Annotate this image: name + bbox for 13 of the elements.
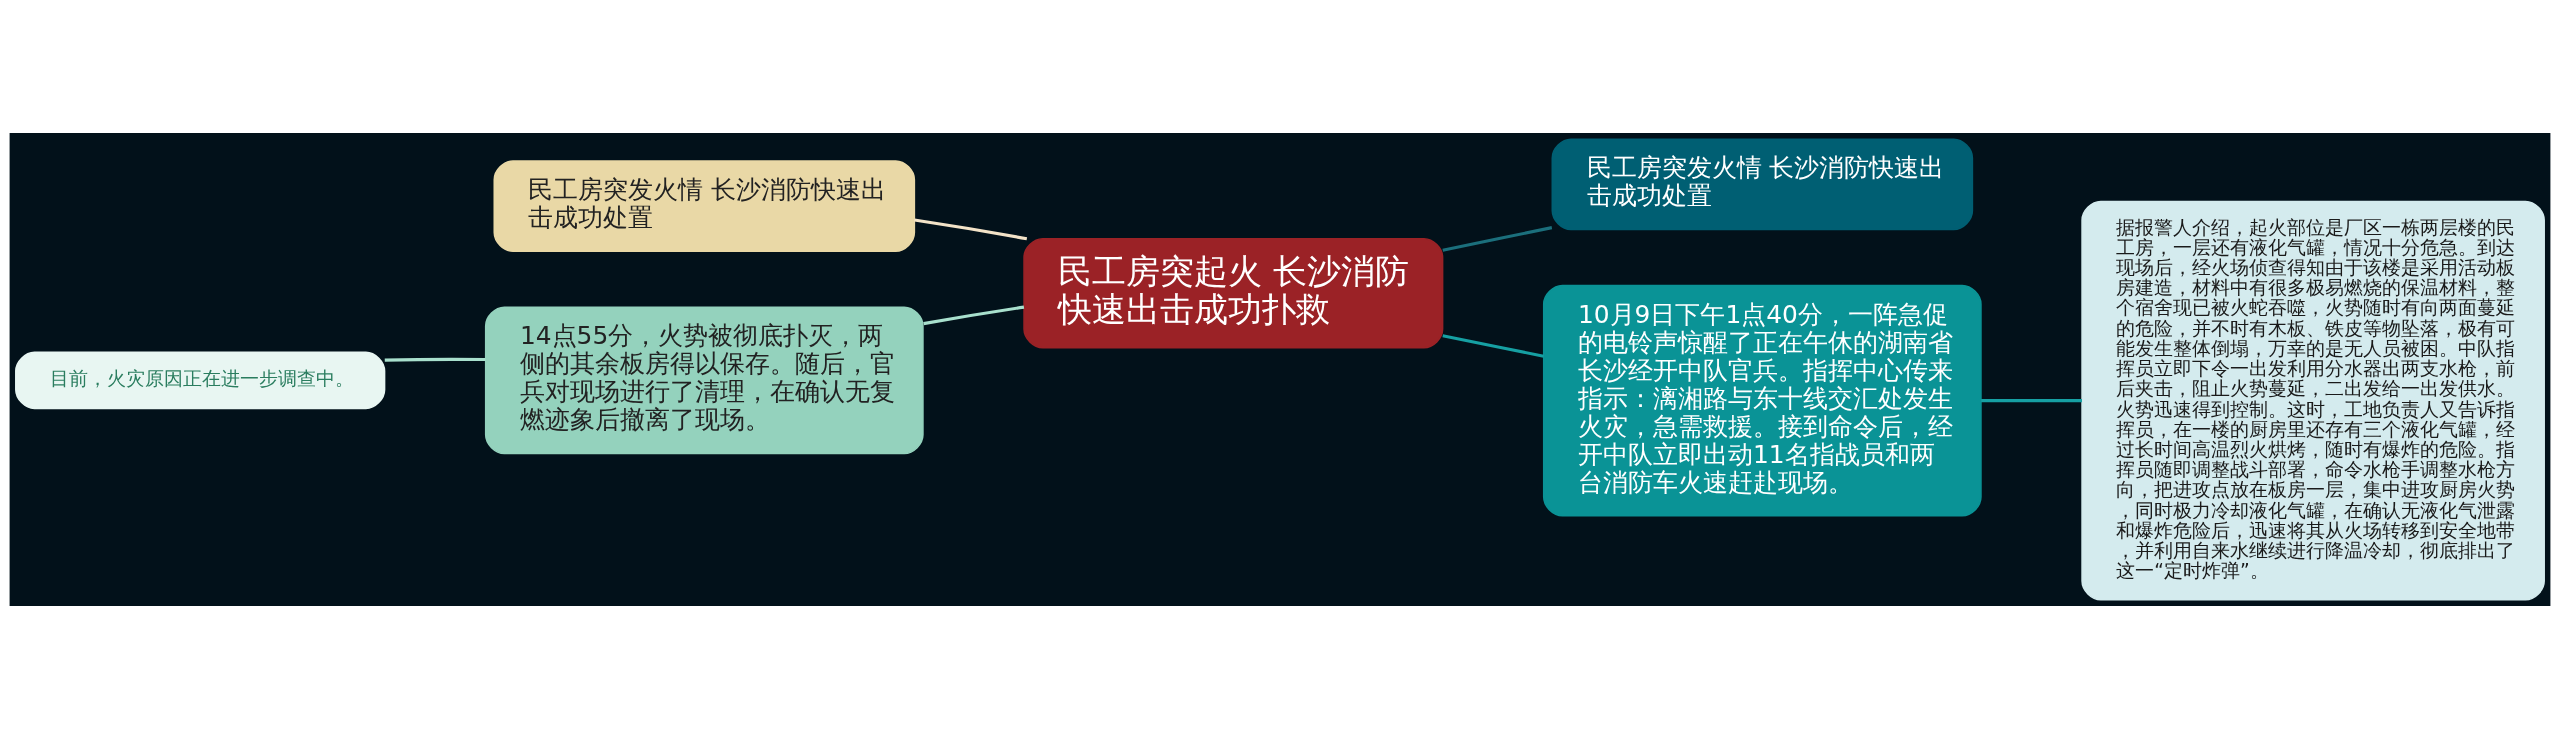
node-box: 10月9日下午1点40分，一阵急促的电铃声惊醒了正在午休的湖南省长沙经开中队官兵。指挥中心传来指示：漓湘路与东十线交汇处发生火灾，急需救援。接到命令后，经开中队立即出动11名指战员和两台消防车火速赶赴现场。 (1542, 284, 1982, 517)
connector (914, 218, 1028, 240)
connector (1442, 225, 1553, 252)
connector (1442, 333, 1544, 358)
node-box: 14点55分，火势被彻底扑灭，两侧的其余板房得以保存。随后，官兵对现场进行了清理，在确认无复燃迹象后撤离了现场。 (484, 306, 924, 454)
node-box: 目前，火灾原因正在进一步调查中。 (15, 351, 386, 409)
connector (923, 305, 1025, 325)
connector (1981, 398, 2082, 402)
node-box: 民工房突发火情 长沙消防快速出击成功处置 (1551, 137, 1974, 230)
node-box: 据报警人介绍，起火部位是厂区一栋两层楼的民工房，一层还有液化气罐，情况十分危急。到达现场后，经火场侦查得知由于该楼是采用活动板房建造，材料中有很多极易燃烧的保温材料，整个宿舍现已被火蛇吞噬，火势随时有向两面蔓延的危险，并不时有木板、铁皮等物坠落，极有可能发生整体倒塌，万幸的是无人员被困。中队指挥员立即下令一出发利用分水器出两支水枪，前后夹击，阻止火势蔓延，二出发给一出发供水。火势迅速得到控制。这时，工地负责人又告诉指挥员，在一楼的厨房里还存有三个液化气罐，经过长时间高温烈火烘烤，随时有爆炸的危险。指挥员随即调整战斗部署，命令水枪手调整水枪方向，把进攻点放在板房一层，集中进攻厨房火势，同时极力冷却液化气罐，在确认无液化气泄露和爆炸危险后，迅速将其从火场转移到安全地带，并利用自来水继续进行降温冷却，彻底排出了这一“定时炸弹”。 (2081, 200, 2545, 601)
node-box: 民工房突起火 长沙消防快速出击成功扑救 (1023, 237, 1444, 348)
connector (384, 357, 486, 362)
node-box: 民工房突发火情 长沙消防快速出击成功处置 (493, 159, 916, 252)
